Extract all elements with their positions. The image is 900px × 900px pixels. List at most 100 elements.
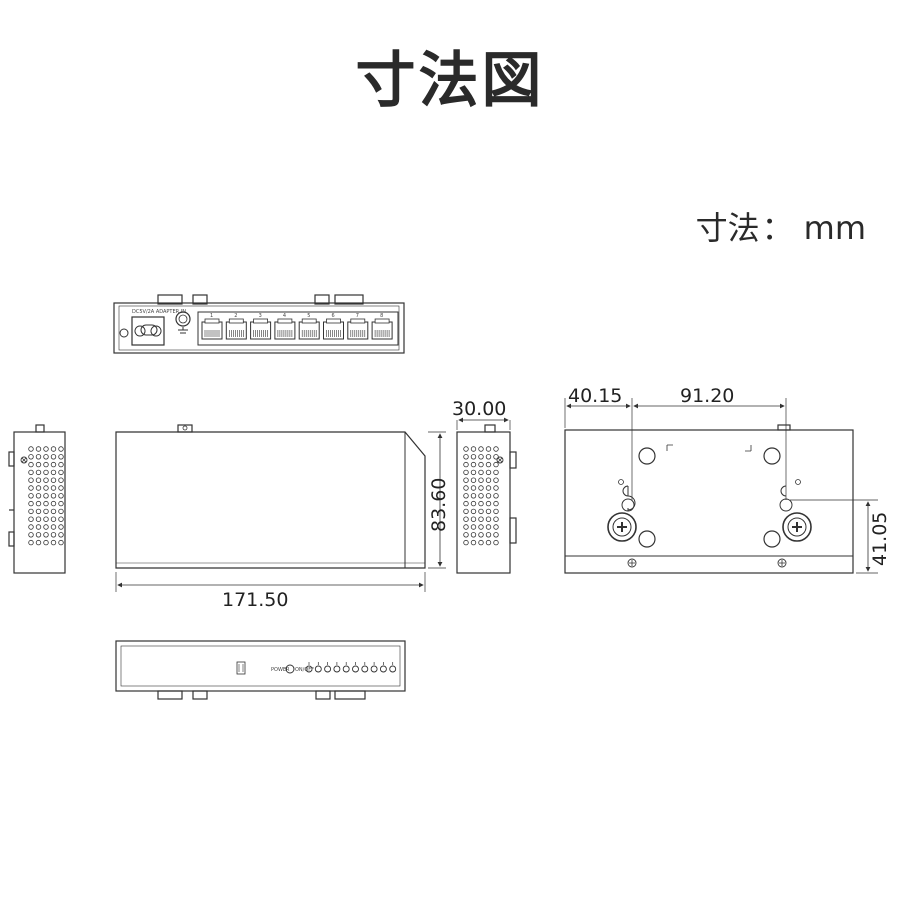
vent-hole <box>470 493 477 499</box>
vent-hole <box>35 500 42 507</box>
vent-hole <box>478 454 484 460</box>
rj45-port-1: 1 <box>201 313 223 340</box>
vent-hole <box>485 532 492 538</box>
status-led <box>352 662 359 673</box>
vent-hole <box>43 485 49 491</box>
vent-hole <box>463 469 469 476</box>
vent-hole <box>28 446 34 452</box>
vent-hole <box>28 532 34 538</box>
vent-hole <box>470 516 477 522</box>
status-led <box>361 662 369 673</box>
vent-hole <box>470 539 477 546</box>
vent-hole <box>58 493 64 499</box>
width-dimension <box>115 572 426 592</box>
vent-hole <box>463 493 469 499</box>
units-label: 寸法 <box>695 209 760 247</box>
vent-hole <box>43 469 49 476</box>
vent-hole <box>478 532 484 538</box>
vent-hole <box>28 485 34 491</box>
vent-hole <box>43 508 49 515</box>
port-number-label: 3 <box>259 313 262 319</box>
vent-hole <box>463 446 469 452</box>
vent-hole <box>485 469 492 476</box>
vent-hole <box>470 500 477 507</box>
vent-holes-left <box>28 446 64 546</box>
vent-hole <box>493 532 499 538</box>
vent-hole <box>28 516 34 522</box>
vent-hole <box>35 493 42 499</box>
vent-hole <box>493 508 499 515</box>
vent-hole <box>493 539 499 546</box>
vent-hole <box>35 516 42 522</box>
vent-hole <box>463 454 469 460</box>
vent-hole <box>478 539 484 546</box>
status-led <box>305 662 313 673</box>
vent-hole <box>478 493 484 499</box>
vent-hole <box>43 500 49 507</box>
vent-hole <box>463 508 469 515</box>
dip-switch <box>236 661 246 675</box>
vent-hole <box>485 493 492 499</box>
units-value: mm <box>803 209 866 247</box>
status-led <box>379 662 387 673</box>
vent-hole <box>50 485 57 491</box>
vent-hole <box>58 469 64 476</box>
vent-hole <box>43 461 49 468</box>
vent-hole <box>485 454 492 460</box>
vent-hole <box>28 508 34 515</box>
vent-hole <box>28 524 34 530</box>
power-inlet <box>131 316 165 346</box>
led-label-onoff: ON/OFF <box>295 667 314 673</box>
status-led <box>389 662 397 673</box>
vent-hole <box>493 516 499 522</box>
vent-hole <box>58 461 64 468</box>
vent-hole <box>463 477 469 483</box>
left-side-view <box>8 424 66 574</box>
page-title: 寸法図 <box>355 46 545 116</box>
top-view <box>115 424 426 569</box>
vent-hole <box>50 524 57 530</box>
vent-hole <box>28 493 34 499</box>
vent-hole <box>470 469 477 476</box>
units-note: 寸法：mm <box>696 203 866 249</box>
hole-offset-label: 40.15 <box>568 385 622 407</box>
rj45-port-8: 8 <box>371 313 393 340</box>
vent-hole <box>35 469 42 476</box>
vent-hole <box>493 500 499 507</box>
vent-hole <box>35 539 42 546</box>
vent-hole <box>28 477 34 483</box>
rj45-port-5: 5 <box>298 313 320 340</box>
vent-hole <box>50 500 57 507</box>
vent-hole <box>470 461 477 468</box>
vent-hole <box>58 454 64 460</box>
status-led <box>370 662 378 673</box>
vent-hole <box>35 532 42 538</box>
units-separator: ： <box>761 209 794 247</box>
vent-hole <box>463 461 469 468</box>
vent-hole <box>43 532 49 538</box>
vent-hole <box>43 477 49 483</box>
status-led <box>342 662 350 673</box>
depth-label: 30.00 <box>452 398 506 420</box>
status-led <box>333 662 341 673</box>
rj45-port-4: 4 <box>274 313 296 340</box>
vent-hole <box>43 454 49 460</box>
vent-hole <box>485 508 492 515</box>
vent-hole <box>50 446 57 452</box>
vent-hole <box>43 539 49 546</box>
power-label: DC5V/2A ADAPTER IN <box>132 309 186 315</box>
vent-hole <box>28 500 34 507</box>
height-label: 83.60 <box>428 478 450 532</box>
vent-hole <box>43 493 49 499</box>
port-number-label: 5 <box>307 313 310 319</box>
depth-dimension <box>456 417 511 430</box>
vent-hole <box>470 446 477 452</box>
vent-hole <box>493 485 499 491</box>
vent-hole <box>478 485 484 491</box>
led-label-power: POWER <box>271 667 290 673</box>
status-led <box>314 662 322 673</box>
hole-dimensions <box>564 398 878 574</box>
vent-hole <box>463 516 469 522</box>
